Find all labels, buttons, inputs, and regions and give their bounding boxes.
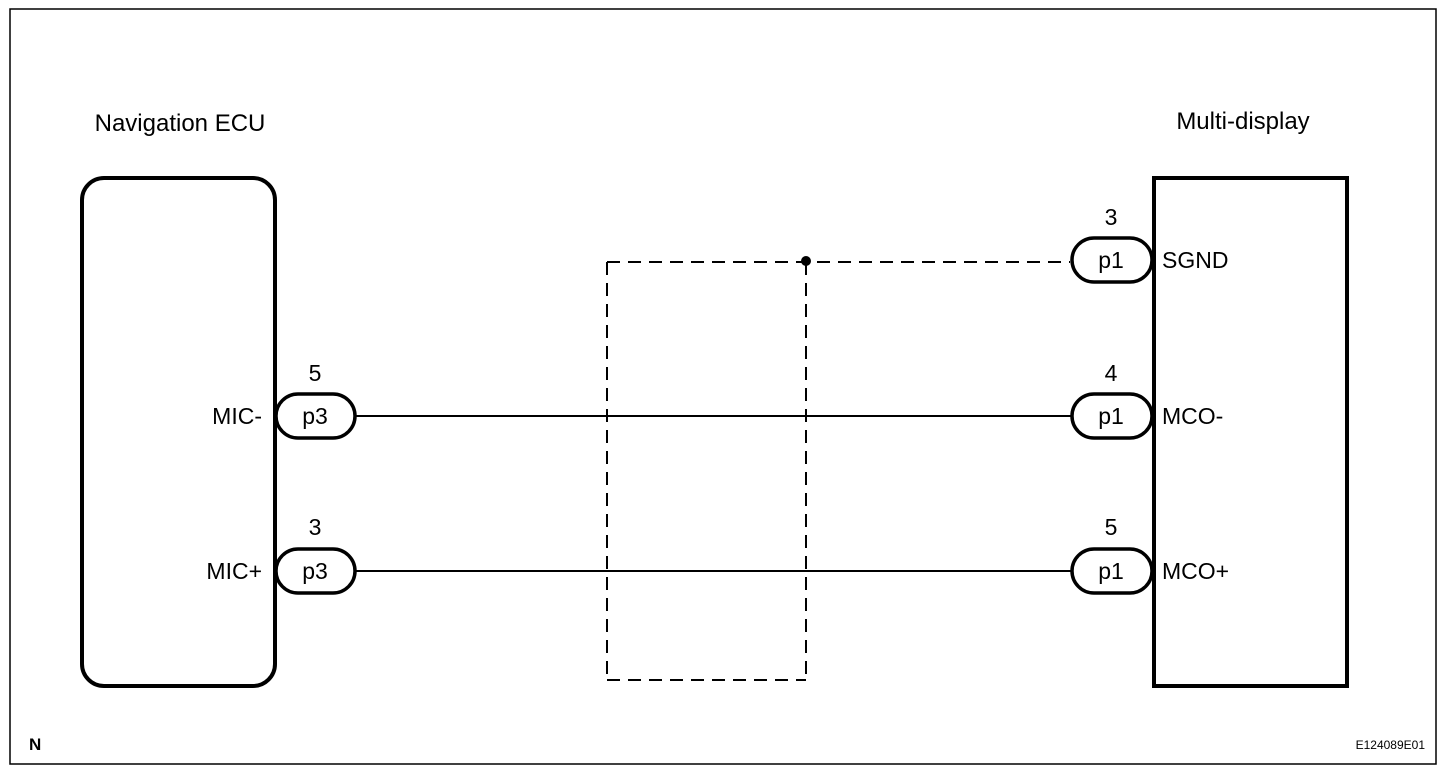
connector-pill [1070,236,1154,284]
pin-number: 3 [1105,204,1118,230]
connector-pill [274,547,357,595]
signal-label: SGND [1162,247,1228,273]
connector-pill [274,392,357,440]
multi-display-title: Multi-display [1176,108,1309,135]
diagram-frame [9,8,1437,765]
pin-number: 4 [1105,360,1118,386]
connector-mco-plus: p1 5 MCO+ [1070,514,1229,595]
connector-code: p3 [302,558,328,584]
navigation-ecu-title: Navigation ECU [95,110,266,137]
navigation-ecu-box [80,176,277,688]
connector-code: p1 [1098,247,1124,273]
signal-label: MCO- [1162,403,1223,429]
connector-code: p1 [1098,558,1124,584]
figure-id: E124089E01 [1356,738,1426,752]
signal-label: MCO+ [1162,558,1229,584]
pin-number: 5 [309,360,322,386]
signal-label: MIC+ [206,558,262,584]
shield-junction-dot [801,256,811,266]
shield-dashed-box [606,261,1070,681]
pin-number: 5 [1105,514,1118,540]
connector-mic-plus: p3 3 MIC+ [206,514,357,595]
signal-label: MIC- [212,403,262,429]
corner-mark-n: N [29,735,41,754]
multi-display-box [1152,176,1349,688]
connector-code: p3 [302,403,328,429]
pin-number: 3 [309,514,322,540]
connector-sgnd: p1 3 SGND [1070,204,1228,284]
connector-pill [1070,392,1154,440]
connector-pill [1070,547,1154,595]
connector-mco-minus: p1 4 MCO- [1070,360,1223,440]
connector-mic-minus: p3 5 MIC- [212,360,357,440]
connector-code: p1 [1098,403,1124,429]
